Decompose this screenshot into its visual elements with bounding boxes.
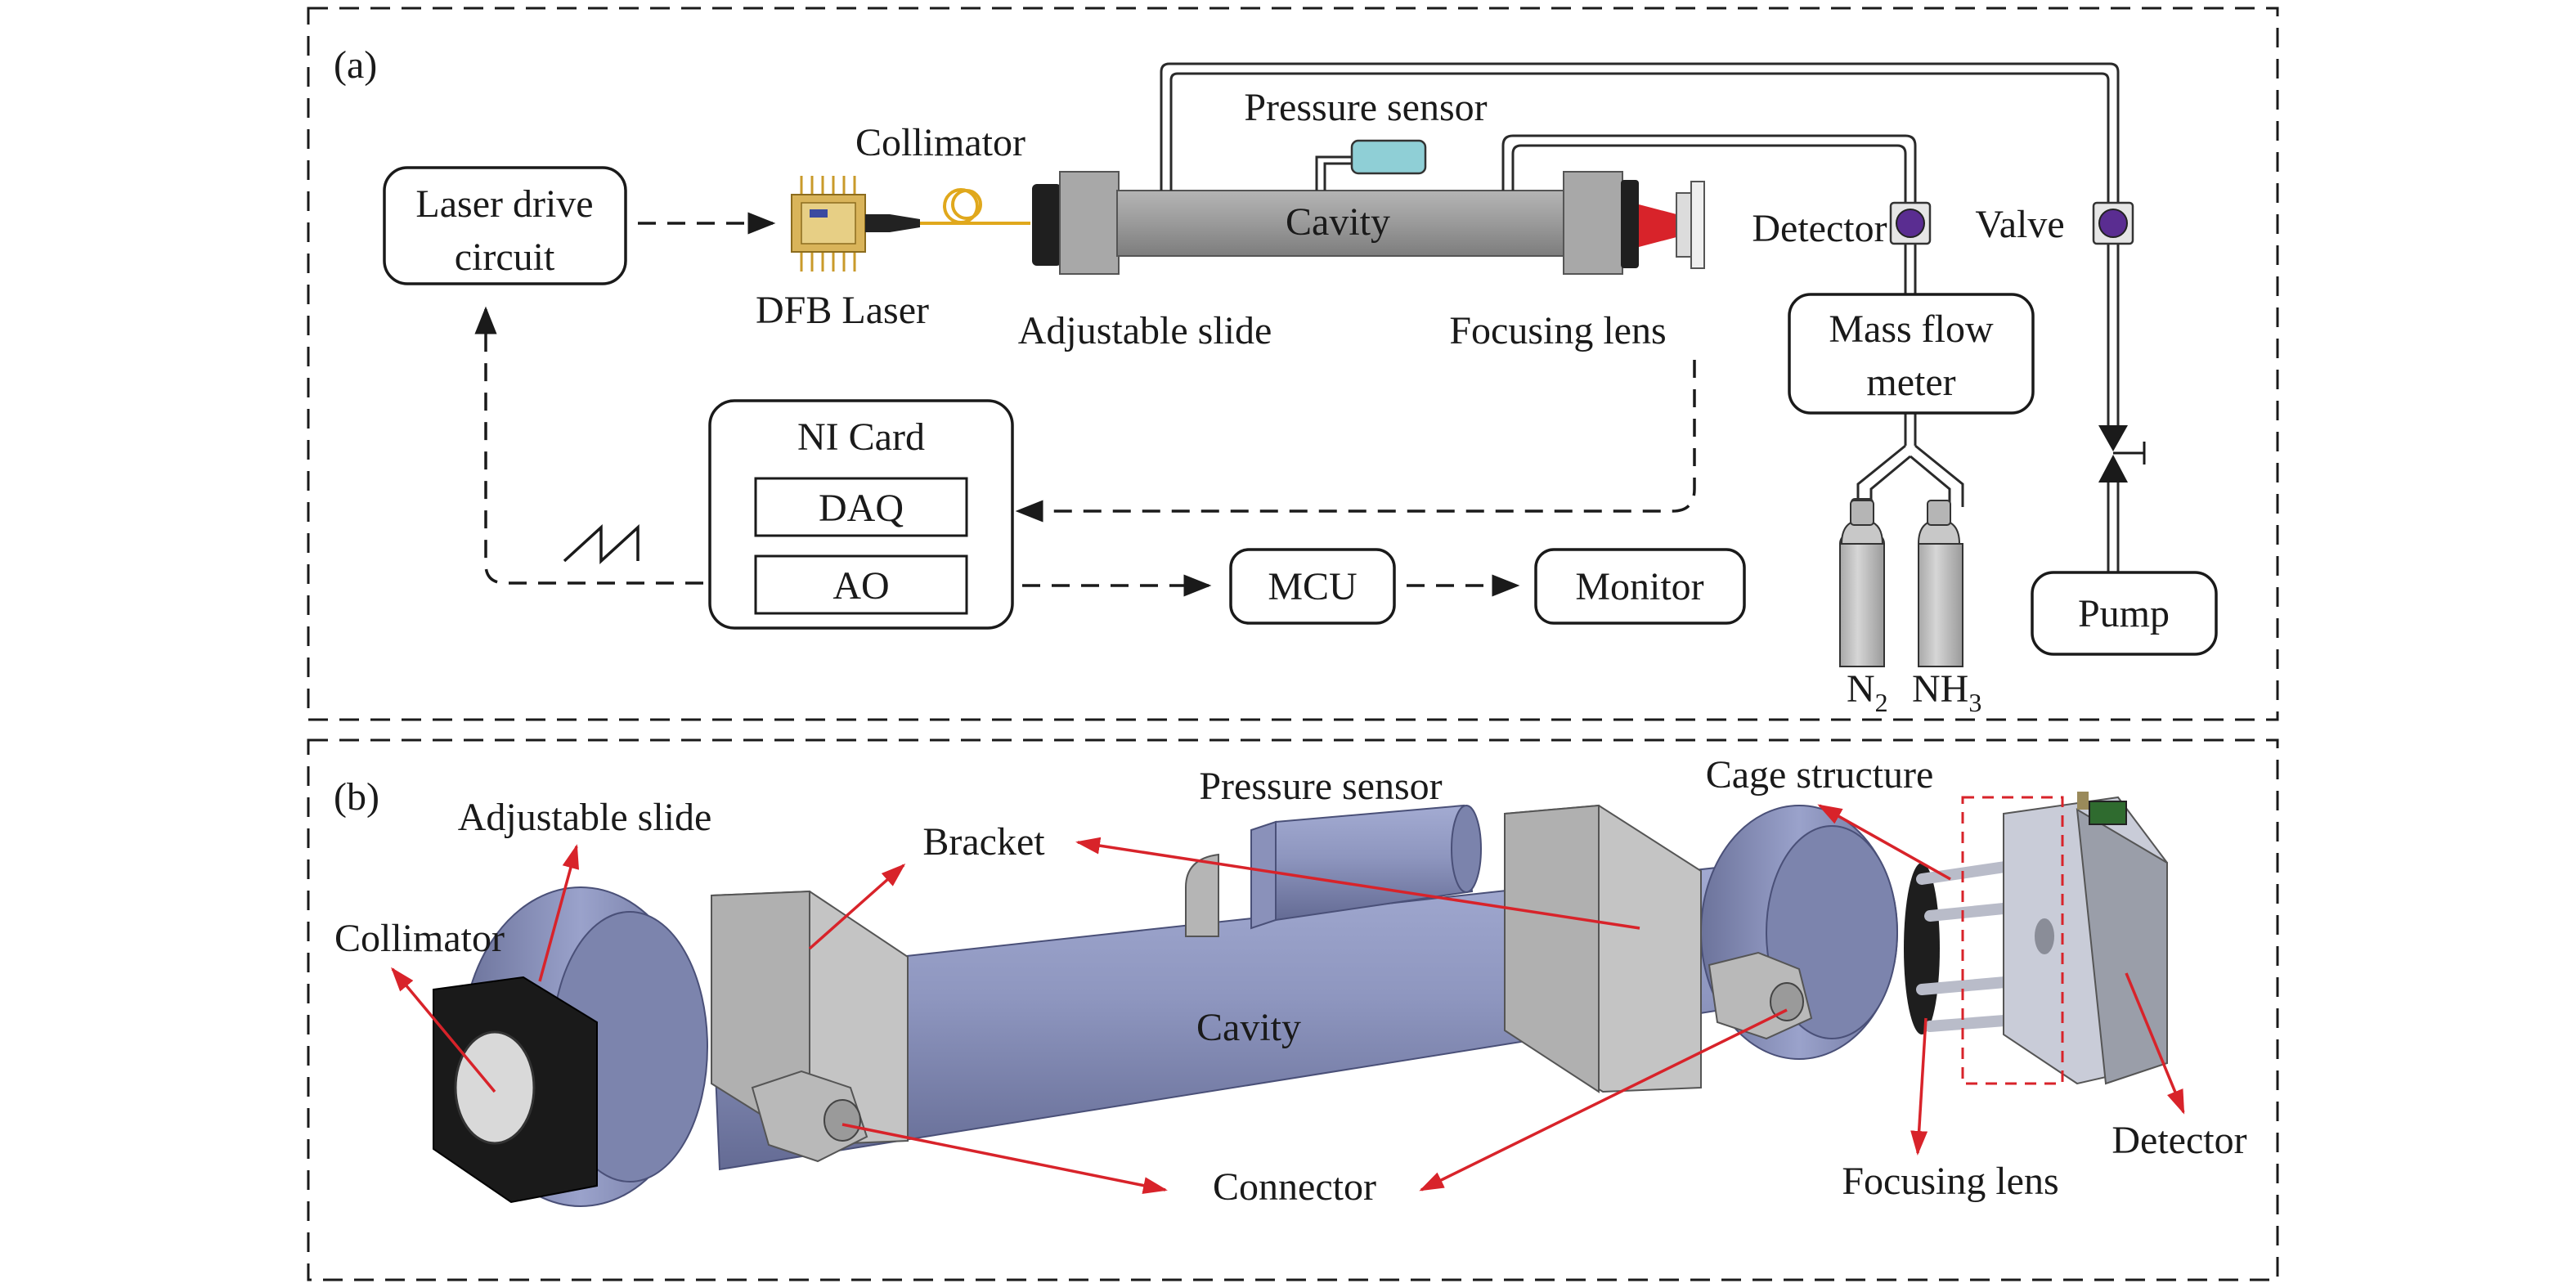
svg-text:circuit: circuit xyxy=(455,236,555,279)
cavity-assembly-a xyxy=(1032,171,1705,275)
panel-a-label: (a) xyxy=(334,43,377,87)
pressure-sensor-label-a: Pressure sensor xyxy=(1244,86,1487,129)
ao-module: AO xyxy=(754,554,968,615)
svg-text:Monitor: Monitor xyxy=(1575,565,1703,608)
valve-pump-line xyxy=(2092,201,2134,245)
ni-card-box: NI Card DAQ AO xyxy=(708,399,1014,630)
svg-text:DAQ: DAQ xyxy=(819,487,904,530)
collimator-label-b: Collimator xyxy=(334,917,505,960)
adjustable-slide-label-a: Adjustable slide xyxy=(1018,309,1272,352)
svg-text:MCU: MCU xyxy=(1268,565,1357,608)
needle-valve-icon xyxy=(2098,425,2146,482)
pressure-sensor-a xyxy=(1315,139,1427,191)
panel-a-frame xyxy=(307,7,2279,721)
dfb-laser-label: DFB Laser xyxy=(756,289,929,332)
cavity-label-a: Cavity xyxy=(1286,200,1390,244)
monitor-box: Monitor xyxy=(1534,548,1746,625)
bracket-label: Bracket xyxy=(922,820,1045,864)
gas-tubing xyxy=(1160,62,2120,572)
connector-label: Connector xyxy=(1213,1165,1376,1209)
dfb-laser-icon xyxy=(791,176,920,272)
svg-text:NI Card: NI Card xyxy=(797,415,925,459)
svg-text:AO: AO xyxy=(832,564,889,608)
detector-to-daq-arrow xyxy=(1015,360,1696,523)
fiber-coil xyxy=(920,188,1030,225)
panel-b-frame xyxy=(307,738,2279,1281)
svg-text:Pump: Pump xyxy=(2078,592,2170,635)
svg-text:Mass flow: Mass flow xyxy=(1829,307,1994,351)
panel-b-label: (b) xyxy=(334,775,379,819)
svg-text:meter: meter xyxy=(1866,361,1955,404)
cage-structure-label: Cage structure xyxy=(1706,753,1934,797)
gas-label-nh3: NH3 xyxy=(1912,667,1981,717)
leader-arrows xyxy=(391,804,2185,1194)
gas-cylinder-nh3 xyxy=(1917,500,1963,667)
valve-label: Valve xyxy=(1975,203,2064,246)
gas-label-n2: N2 xyxy=(1847,667,1888,717)
mass-flow-meter-box: Mass flow meter xyxy=(1788,293,2035,415)
daq-module: DAQ xyxy=(754,477,968,537)
pressure-sensor-label-b: Pressure sensor xyxy=(1199,765,1442,808)
sawtooth-icon xyxy=(563,524,640,564)
adjustable-slide-label-b: Adjustable slide xyxy=(458,796,712,839)
ao-to-drive-arrow xyxy=(474,306,703,585)
cavity-label-b: Cavity xyxy=(1196,1006,1301,1049)
cage-highlight-box xyxy=(1961,796,2064,1085)
collimator-label-a: Collimator xyxy=(855,121,1025,164)
pump-box: Pump xyxy=(2031,571,2218,656)
focusing-lens-label-a: Focusing lens xyxy=(1449,309,1666,352)
mcu-box: MCU xyxy=(1229,548,1396,625)
svg-text:Laser drive: Laser drive xyxy=(415,182,593,226)
cavity-assembly-b xyxy=(433,792,2168,1207)
gas-cylinder-n2 xyxy=(1839,498,1885,667)
laser-drive-circuit-box: Laser drive circuit xyxy=(383,166,627,285)
detector-label-b: Detector xyxy=(2112,1119,2246,1162)
detector-label-a: Detector xyxy=(1752,207,1887,250)
valve-detector-line xyxy=(1889,201,1932,245)
focusing-lens-label-b: Focusing lens xyxy=(1842,1160,2058,1203)
